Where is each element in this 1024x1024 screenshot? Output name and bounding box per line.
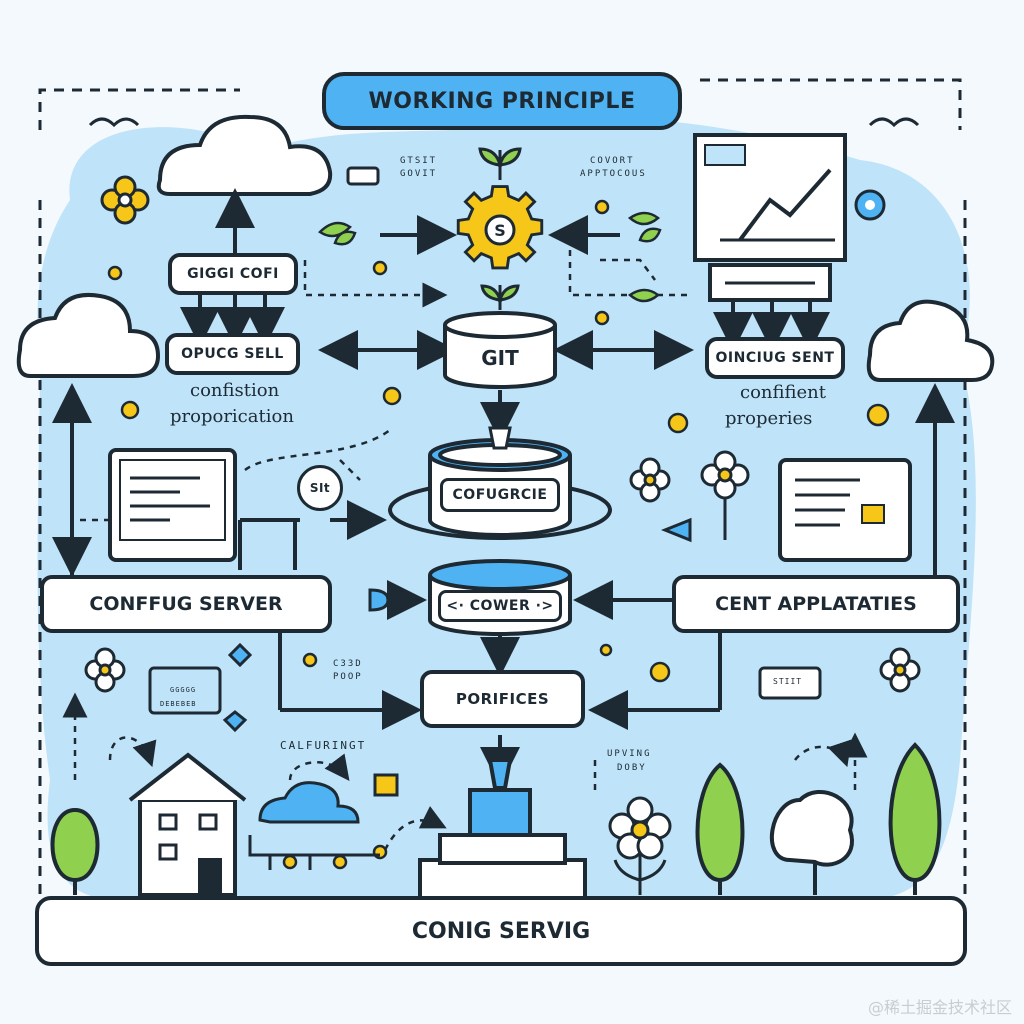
- footer-banner: CONIG SERVIG: [35, 896, 967, 966]
- caption-c33d: C33D: [333, 659, 363, 669]
- house-icon: [128, 752, 247, 897]
- tag-icon: [148, 166, 822, 797]
- caption-upving: UPVING: [607, 749, 652, 759]
- left-connectors: [52, 188, 422, 730]
- porifices-box: PORIFICES: [420, 670, 585, 728]
- caption-apptocous: APPTOCOUS: [580, 169, 647, 179]
- form-label-2: DEBEBEB: [160, 700, 197, 708]
- sit-badge: SIt: [297, 465, 343, 511]
- outer-dashed-frame: [38, 78, 967, 900]
- tree-icon: [888, 742, 942, 895]
- watermark: @稀土掘金技术社区: [867, 998, 1012, 1017]
- left-caption-2: proporication: [170, 406, 294, 427]
- left-monitor: [108, 448, 237, 562]
- configure-box: COFUGRCIE: [440, 478, 560, 512]
- git-label: GIT: [481, 346, 519, 370]
- form-label-1: GGGGG: [170, 686, 197, 694]
- left-caption: confistion: [190, 380, 280, 401]
- cloud-icon: [258, 781, 360, 824]
- caption-govit: GOVIT: [400, 169, 438, 179]
- caption-gtsit: GTSIT: [400, 156, 438, 166]
- leaf-icon: [318, 211, 662, 303]
- flower-icon: [608, 796, 672, 895]
- left-mid-box: OPUCG SELL: [165, 333, 300, 375]
- flower-icon: [100, 175, 150, 225]
- left-top-box: GIGGI COFI: [168, 253, 298, 295]
- gear-icon: [456, 185, 544, 270]
- right-mid-box: OINCIUG SENT: [705, 337, 845, 379]
- cloud-icon: [16, 293, 161, 378]
- right-caption: confifient: [740, 382, 827, 403]
- right-monitor: [778, 458, 912, 562]
- stacked-database: [418, 758, 587, 902]
- cloud-icon: [866, 299, 995, 382]
- gear-s-label: S: [494, 220, 506, 240]
- small-gear-icon: [854, 189, 886, 221]
- tree-icon: [50, 807, 100, 895]
- caption-calfuringt: CALFURINGT: [280, 739, 367, 752]
- flower-icon: [84, 647, 126, 693]
- client-applications-box: CENT APPLATATIES: [672, 575, 960, 633]
- caption-poop: POOP: [333, 672, 363, 682]
- timeline: [248, 835, 380, 870]
- config-server-box: CONFFUG SERVER: [40, 575, 332, 633]
- flower-icon: [879, 647, 921, 693]
- caption-doby: DOBY: [617, 763, 647, 773]
- tree-icon: [695, 762, 745, 895]
- form-label-3: STIIT: [773, 677, 803, 686]
- sprout-icon: [478, 147, 522, 310]
- diagram-title: WORKING PRINCIPLE: [322, 72, 682, 130]
- funnel-icon: [488, 426, 512, 450]
- flower-icon: [700, 450, 750, 540]
- chart-board-icon: [693, 133, 847, 302]
- git-cylinder: [443, 311, 557, 389]
- caption-covort: COVORT: [590, 156, 635, 166]
- bird-icon: [88, 117, 140, 128]
- right-caption-2: properies: [725, 408, 813, 429]
- right-connectors: [573, 300, 955, 730]
- flower-icon: [629, 457, 671, 503]
- dashed-flows: [62, 250, 868, 851]
- tree-icon: [770, 789, 854, 895]
- cower-box: <· COWER ·>: [438, 590, 562, 622]
- bird-icon: [868, 117, 920, 128]
